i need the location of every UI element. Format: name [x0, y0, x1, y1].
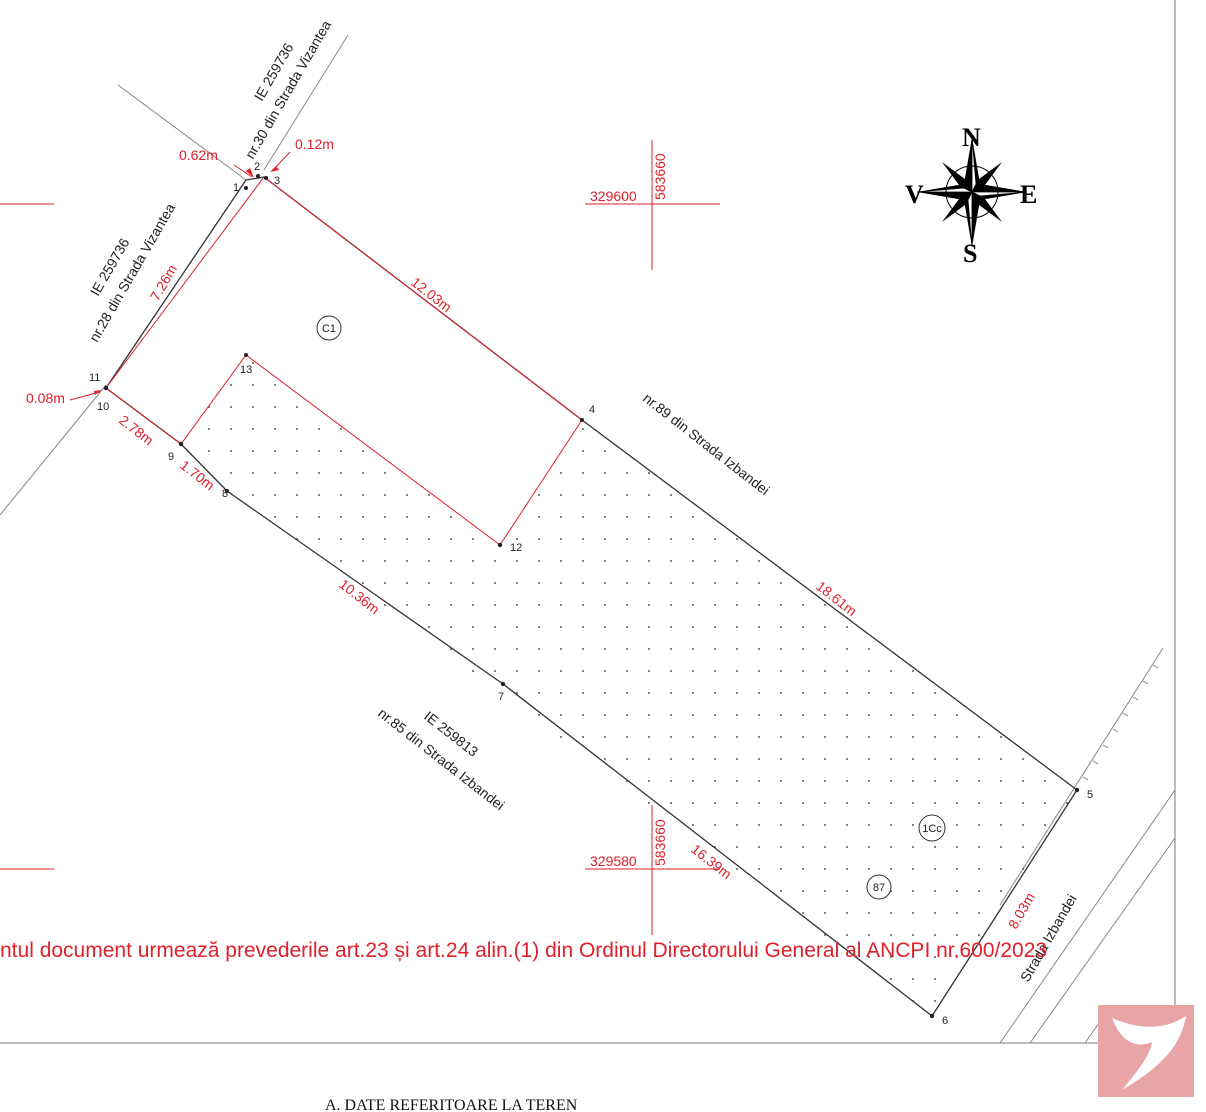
c1cc-label-circle [918, 814, 946, 842]
grid-cross-1-y-label: 583660 [652, 153, 668, 200]
dim-012: 0.12m [295, 136, 334, 152]
dim-062: 0.62m [179, 147, 218, 163]
point-label-4: 4 [589, 404, 595, 416]
point-label-6: 6 [942, 1015, 948, 1027]
point-label-9: 9 [168, 451, 174, 463]
arrow-leader-008 [69, 391, 101, 401]
compass-north-label: N [962, 123, 981, 152]
grid-cross-1-x-label: 329600 [590, 188, 637, 204]
dim-726: 7.26m [147, 262, 180, 304]
point-label-3: 3 [274, 175, 280, 187]
point-label-8: 8 [222, 488, 228, 500]
grid-cross-2-x-label: 329580 [590, 853, 637, 869]
neighbor-line-vizantea-north [263, 34, 349, 171]
parcel-label-circle [866, 874, 892, 900]
dim-1203: 12.03m [408, 274, 455, 315]
compass-west-label: V [905, 180, 924, 209]
section-title: A. DATE REFERITOARE LA TEREN [325, 1097, 578, 1112]
compass-rose-icon [916, 136, 1028, 248]
compass-south-label: S [963, 239, 977, 268]
c1-label: C1 [322, 323, 336, 335]
street-hatch [1082, 664, 1159, 781]
logo-watermark-icon [1098, 1005, 1194, 1097]
street-line-3 [1029, 837, 1176, 1044]
neighbor-line-diagonal-nw [117, 84, 247, 181]
point-label-13: 13 [240, 364, 252, 376]
c1-label-circle [316, 315, 342, 341]
dim-803: 8.03m [1005, 890, 1038, 932]
parcel-label: 87 [873, 882, 885, 894]
c1cc-label: 1Cc [922, 823, 942, 835]
point-label-7: 7 [498, 691, 504, 703]
street-line-2 [999, 789, 1176, 1044]
dim-008: 0.08m [26, 390, 65, 406]
point-label-10: 10 [97, 401, 109, 413]
point-markers [103, 174, 1080, 1019]
arrow-leader-012 [271, 151, 291, 172]
compass-east-label: E [1020, 180, 1037, 209]
grid-cross-2-y-label: 583660 [652, 819, 668, 866]
point-label-5: 5 [1087, 789, 1093, 801]
point-label-12: 12 [510, 542, 522, 554]
dim-278: 2.78m [116, 412, 157, 449]
neighbor-line-vizantea-west [0, 384, 107, 516]
point-label-11: 11 [89, 372, 100, 384]
arrow-leader-062 [233, 164, 253, 178]
point-label-2: 2 [254, 161, 260, 173]
legal-note: ntul document urmează prevederile art.23… [0, 939, 1047, 962]
point-label-1: 1 [233, 182, 239, 194]
